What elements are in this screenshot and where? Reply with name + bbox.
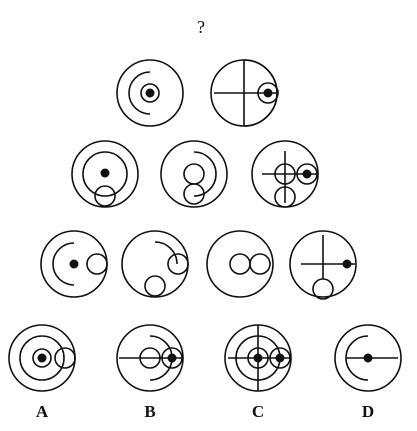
option-a-label[interactable]: A <box>35 402 49 421</box>
option-a-figure[interactable] <box>8 324 76 392</box>
fig-3-3 <box>206 230 274 298</box>
option-b-label[interactable]: B <box>144 402 156 421</box>
fig-3-2 <box>121 230 189 298</box>
fig-1-1 <box>116 59 184 127</box>
option-b-figure[interactable] <box>116 324 184 392</box>
fig-3-4 <box>289 230 357 300</box>
fig-2-2 <box>160 140 228 208</box>
fig-1-2 <box>210 59 279 127</box>
fig-3-1 <box>40 230 108 298</box>
fig-2-3 <box>251 140 319 208</box>
question-mark: ? <box>197 17 205 37</box>
fig-2-1 <box>71 140 139 208</box>
option-c-figure[interactable] <box>224 324 292 392</box>
option-d-figure[interactable] <box>334 324 402 392</box>
option-c-label[interactable]: C <box>251 402 265 421</box>
option-d-label[interactable]: D <box>361 402 375 421</box>
